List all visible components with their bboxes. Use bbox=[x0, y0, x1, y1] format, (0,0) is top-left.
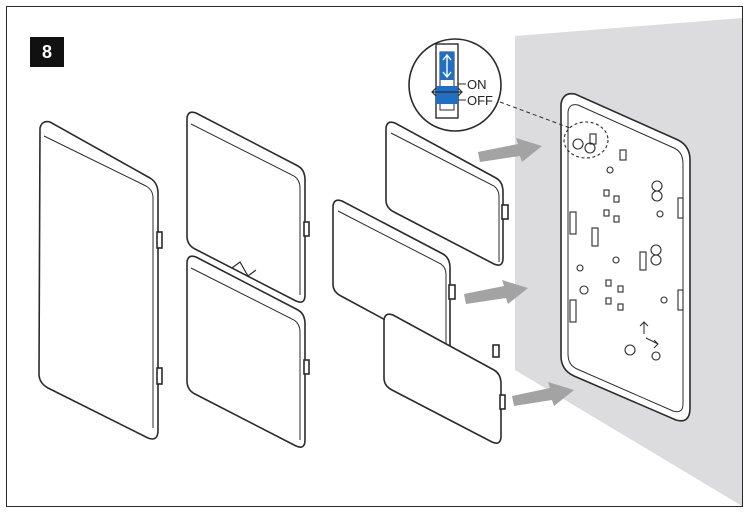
rocker-button-top bbox=[385, 121, 509, 266]
cover-plate-half-top bbox=[186, 111, 310, 303]
assembly-arrow bbox=[478, 138, 542, 162]
cover-plate-full bbox=[38, 120, 163, 440]
callout-leader-line bbox=[499, 101, 571, 129]
dip-switch-icon bbox=[431, 43, 463, 119]
rocker-button-middle bbox=[332, 199, 456, 352]
assembly-arrow bbox=[464, 280, 528, 304]
switch-callout: ON OFF bbox=[408, 38, 502, 132]
switch-on-label: ON bbox=[467, 77, 487, 92]
assembly-arrow bbox=[512, 382, 574, 406]
cover-plate-half-bottom bbox=[186, 255, 310, 448]
switch-location-highlight bbox=[563, 121, 609, 159]
rocker-button-bottom bbox=[383, 313, 506, 444]
step-number-badge: 8 bbox=[30, 37, 64, 67]
mounting-base-details bbox=[569, 133, 684, 361]
mounting-base-frame bbox=[560, 92, 691, 422]
switch-off-label: OFF bbox=[467, 93, 493, 108]
